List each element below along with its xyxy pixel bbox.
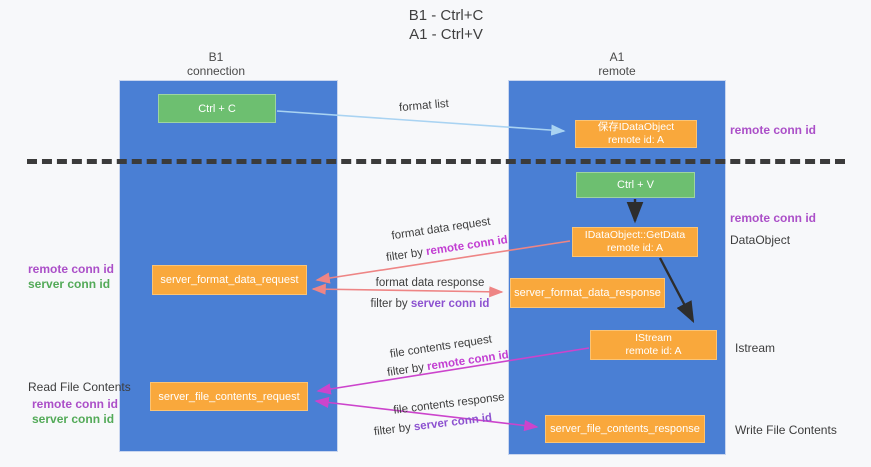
label-remote-conn-id-left-bottom: remote conn id — [32, 397, 119, 411]
node-server-format-data-response: server_format_data_response — [510, 278, 665, 308]
node-server-format-data-request: server_format_data_request — [152, 265, 307, 295]
label-filter-format-response: filter by server conn id — [371, 298, 490, 310]
label-filter-file-response: filter by server conn id — [373, 412, 492, 438]
lane-a1-subtitle: remote — [598, 64, 636, 78]
node-istream: IStream remote id: A — [590, 330, 717, 360]
title-line-2: A1 - Ctrl+V — [409, 26, 483, 43]
label-server-conn-id-left-top: server conn id — [28, 277, 111, 291]
label-read-file-contents: Read File Contents — [28, 380, 131, 394]
label-istream: Istream — [735, 341, 776, 355]
lane-header-b1: B1 connection — [136, 50, 296, 78]
lane-header-a1: A1 remote — [537, 50, 697, 78]
label-remote-conn-id-right-top: remote conn id — [730, 123, 817, 137]
label-remote-conn-id-right-mid: remote conn id — [730, 211, 817, 225]
node-ctrl-v: Ctrl + V — [576, 172, 695, 198]
node-save-idataobject: 保存IDataObject remote id: A — [575, 120, 697, 148]
node-save-idataobject-line2: remote id: A — [607, 134, 665, 146]
node-istream-line1: IStream — [635, 332, 672, 344]
node-getdata-line1: IDataObject::GetData — [584, 229, 686, 241]
label-format-data-response: format data response — [375, 277, 485, 289]
node-save-idataobject-line1: 保存IDataObject — [597, 121, 675, 133]
filter-value-server-conn-id: server conn id — [410, 298, 490, 310]
node-server-file-contents-response: server_file_contents_response — [545, 415, 705, 443]
label-server-conn-id-left-bottom: server conn id — [32, 412, 115, 426]
filter-value-remote-conn-id: remote conn id — [425, 233, 509, 259]
filter-prefix: filter by — [373, 421, 415, 439]
label-write-file-contents: Write File Contents — [735, 423, 837, 437]
label-format-list: format list — [398, 97, 450, 115]
diagram-title: B1 - Ctrl+C A1 - Ctrl+V — [296, 6, 596, 44]
filter-prefix: filter by — [385, 246, 428, 265]
filter-prefix: filter by — [370, 298, 411, 310]
lane-b1-title: B1 — [208, 50, 224, 64]
node-server-file-contents-request: server_file_contents_request — [150, 382, 308, 411]
title-line-1: B1 - Ctrl+C — [408, 7, 484, 24]
node-idataobject-getdata: IDataObject::GetData remote id: A — [572, 227, 698, 257]
filter-value-server-conn-id: server conn id — [413, 411, 493, 434]
node-getdata-line2: remote id: A — [606, 242, 664, 254]
label-remote-conn-id-left-top: remote conn id — [28, 262, 115, 276]
arrow-format-data-response — [311, 283, 504, 298]
label-dataobject: DataObject — [730, 233, 791, 247]
node-ctrl-c: Ctrl + C — [158, 94, 276, 123]
dashed-divider-line — [27, 159, 845, 164]
filter-prefix: filter by — [386, 361, 429, 380]
lane-b1-subtitle: connection — [186, 64, 246, 78]
node-istream-line2: remote id: A — [625, 345, 682, 357]
lane-a1-title: A1 — [609, 50, 625, 64]
